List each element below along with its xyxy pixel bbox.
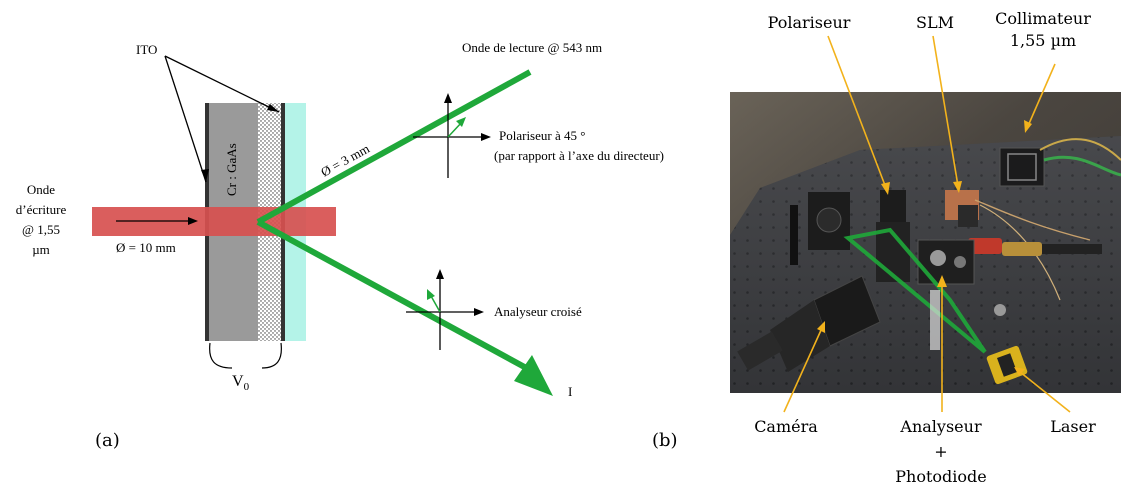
ito-label: ITO — [136, 42, 157, 57]
label-polariseur: Polariseur — [768, 13, 851, 32]
photo-green-beam — [843, 227, 987, 354]
polarizer-mount — [880, 190, 906, 226]
panel-b-photo — [730, 92, 1121, 393]
ito-pointer-right-head — [267, 104, 279, 112]
write-beam-arrowhead — [188, 217, 198, 225]
ito-pointer-right — [164, 55, 280, 113]
write-wave-line-1: Onde — [27, 182, 55, 197]
write-wave-line-4: µm — [32, 242, 50, 257]
ito-pointer-left — [164, 55, 207, 183]
photo-labels: Polariseur SLM Collimateur 1,55 µm Camér… — [754, 9, 1096, 486]
label-laser: Laser — [1050, 417, 1096, 436]
read-wave-label: Onde de lecture @ 543 nm — [462, 40, 602, 55]
analyzer-axes — [406, 269, 484, 350]
read-beam-out — [256, 219, 532, 373]
crystal-label: Cr : GaAs — [224, 143, 239, 196]
read-beam-in — [256, 69, 532, 225]
label-slm: SLM — [916, 13, 954, 32]
polarizer-note: (par rapport à l’axe du directeur) — [494, 148, 664, 163]
ito-pointer-left-head — [201, 169, 209, 182]
diameter-large-label: Ø = 10 mm — [116, 240, 176, 255]
label-analyseur-3: Photodiode — [895, 467, 986, 486]
write-wave-line-2: d’écriture — [16, 202, 67, 217]
label-collimateur-1: Collimateur — [995, 9, 1091, 28]
write-wave-line-3: @ 1,55 — [22, 222, 60, 237]
label-analyseur-1: Analyseur — [899, 417, 982, 436]
laser-device — [986, 345, 1028, 385]
label-collimateur-2: 1,55 µm — [1010, 31, 1076, 50]
intensity-label: I — [568, 384, 572, 399]
label-camera: Caméra — [754, 417, 818, 436]
polarizer-label: Polariseur à 45 ° — [499, 128, 585, 143]
panel-a-schematic: ITO Onde de lecture @ 543 nm Cr : GaAs Ø… — [16, 40, 678, 451]
caption-a: (a) — [95, 430, 120, 451]
caption-b: (b) — [652, 430, 678, 451]
analyzer-label: Analyseur croisé — [494, 304, 582, 319]
read-beam-out-arrowhead — [514, 355, 553, 396]
label-analyseur-2: + — [934, 442, 947, 461]
photo-callouts — [783, 35, 1071, 413]
camera-device — [737, 275, 881, 372]
polarizer-axes — [413, 93, 491, 178]
voltage-label: V0 — [232, 373, 250, 393]
voltage-bracket — [209, 342, 282, 369]
